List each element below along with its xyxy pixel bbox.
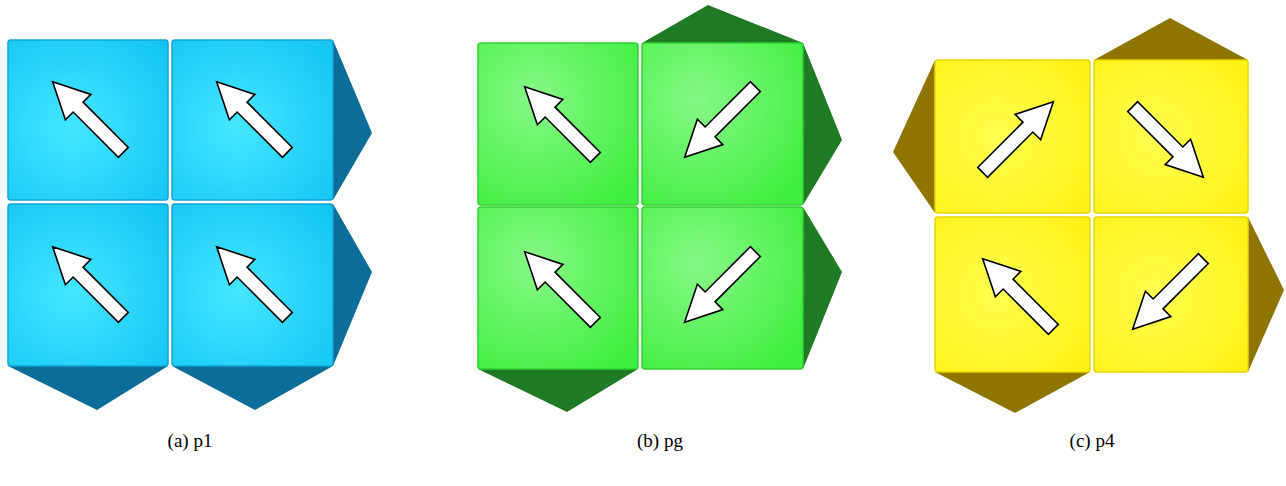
p4-tiling [893, 18, 1284, 413]
panel-caption: (a) p1 [168, 430, 213, 452]
p1-tiling [8, 40, 372, 410]
panel-caption: (c) p4 [1070, 430, 1115, 452]
pg-tiling [478, 5, 842, 412]
panel-caption: (b) pg [637, 430, 683, 452]
